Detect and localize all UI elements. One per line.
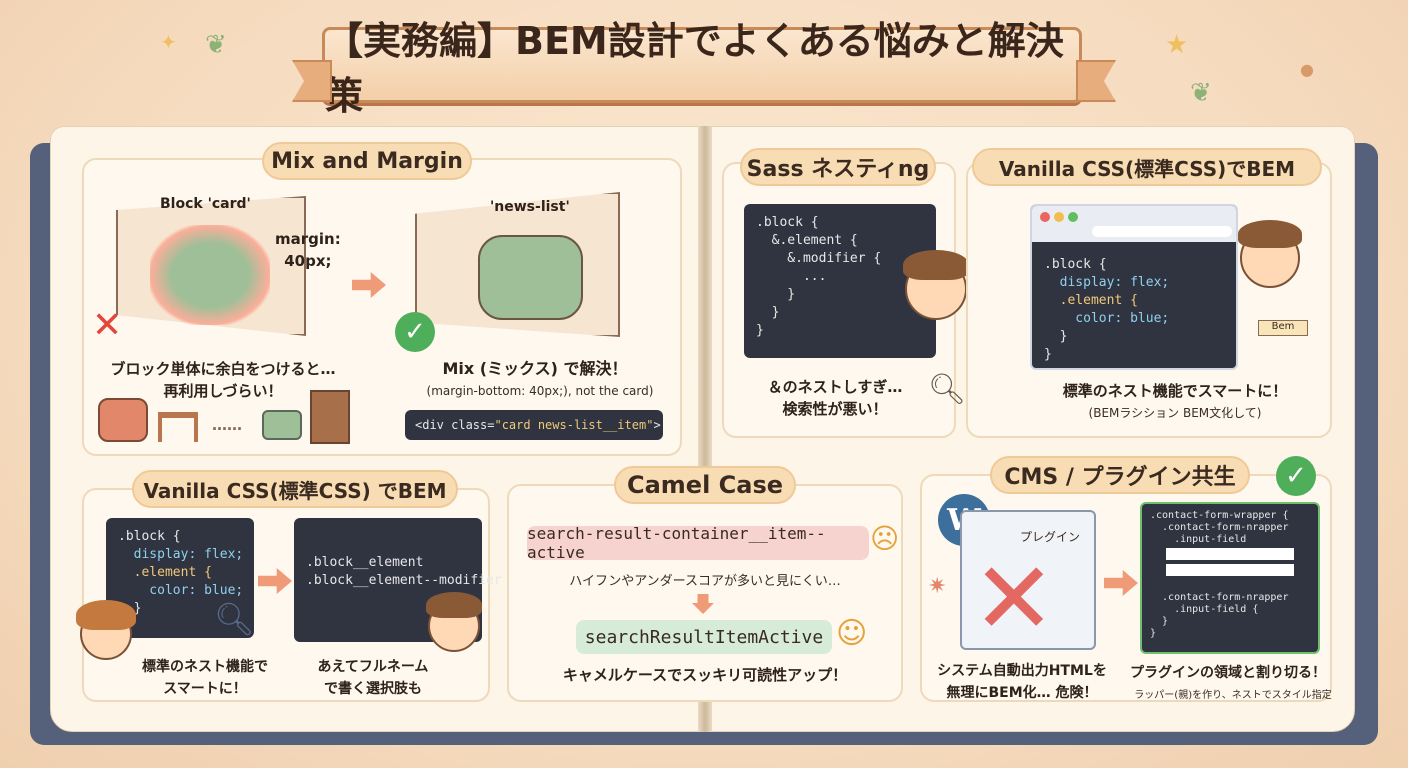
plugin-label: プレグイン bbox=[1019, 530, 1080, 544]
star-icon: ✦ bbox=[160, 30, 177, 54]
armchair-highlighted bbox=[150, 225, 270, 325]
boy-hair bbox=[1238, 220, 1302, 248]
input-placeholder bbox=[1166, 548, 1294, 560]
check-icon: ✓ bbox=[395, 312, 435, 352]
code-line: color: blue; bbox=[118, 583, 244, 598]
code-line: } bbox=[756, 305, 780, 320]
code-line: .element { bbox=[1044, 293, 1138, 308]
shelf-icon bbox=[310, 390, 350, 444]
vanilla-caption-1: 標準のネスト機能で スマートに！ bbox=[142, 659, 268, 697]
table-icon bbox=[158, 412, 198, 442]
x-mark-icon: ✕ bbox=[92, 305, 123, 346]
camel-good-caption: キャメルケースでスッキリ可読性アップ！ bbox=[562, 666, 848, 684]
star-icon: ★ bbox=[1165, 30, 1189, 60]
code-line: .element { bbox=[118, 565, 212, 580]
cms-code: .contact-form-wrapper { .contact-form-nr… bbox=[1140, 502, 1320, 654]
mix-heading: Mix and Margin bbox=[262, 142, 472, 180]
code-line: } bbox=[133, 601, 142, 616]
code-line: } bbox=[756, 287, 796, 302]
ellipsis: …… bbox=[212, 416, 242, 434]
code-tag-close: > bbox=[653, 418, 661, 432]
code-line: .contact-form-nrapper bbox=[1150, 522, 1289, 533]
vanilla-top-caption: 標準のネスト機能でスマートに！ bbox=[1062, 382, 1288, 400]
boy-hair bbox=[426, 592, 482, 618]
code-line: &.modifier { bbox=[756, 251, 882, 266]
ribbon-right bbox=[1076, 60, 1116, 102]
code-line: } bbox=[1044, 347, 1052, 362]
page-title: 【実務編】BEM設計でよくある悩みと解決策 bbox=[325, 19, 1064, 118]
sofa-icon bbox=[98, 398, 148, 442]
code-line: .input-field { bbox=[1150, 604, 1259, 615]
code-line: display: flex; bbox=[118, 547, 244, 562]
code-class: "card news-list__item" bbox=[494, 418, 654, 432]
leaf-icon: ❦ bbox=[1190, 78, 1212, 108]
camel-heading: Camel Case bbox=[614, 466, 796, 504]
x-mark-icon: ✕ bbox=[972, 540, 1056, 657]
sass-heading: Sass ネスティng bbox=[740, 148, 936, 186]
cms-caption-1: システム自動出力HTMLを 無理にBEM化… 危険！ bbox=[937, 663, 1107, 701]
code-line: .block__element--modifier bbox=[306, 573, 502, 588]
input-placeholder bbox=[1166, 564, 1294, 576]
window-min-dot bbox=[1054, 212, 1064, 222]
stool-icon bbox=[262, 410, 302, 440]
good-sub: (margin-bottom: 40px;), not the card) bbox=[426, 384, 654, 398]
smile-face-icon: ☺ bbox=[836, 616, 868, 651]
sass-caption: ＆のネストしすぎ… 検索性が悪い！ bbox=[767, 378, 903, 418]
browser-window bbox=[1030, 204, 1238, 370]
window-max-dot bbox=[1068, 212, 1078, 222]
code-line: .contact-form-wrapper { bbox=[1150, 510, 1289, 521]
code-line: } bbox=[1150, 628, 1157, 639]
dot-icon: ● bbox=[1300, 60, 1314, 79]
code-line: &.element { bbox=[756, 233, 858, 248]
code-line: } bbox=[756, 323, 764, 338]
leaf-icon: ❦ bbox=[205, 30, 227, 60]
code-line: } bbox=[1044, 329, 1068, 344]
vanilla-top-sub: (BEMラシション BEM文化して) bbox=[1088, 406, 1262, 420]
camel-bad-caption: ハイフンやアンダースコアが多いと見にくい… bbox=[569, 574, 841, 589]
window-close-dot bbox=[1040, 212, 1050, 222]
armchair bbox=[478, 235, 583, 320]
plugin-window bbox=[960, 510, 1096, 650]
code-line: .contact-form-nrapper bbox=[1150, 592, 1289, 603]
block-card-label: Block 'card' bbox=[160, 196, 251, 212]
browser-toolbar bbox=[1032, 206, 1236, 242]
title-banner: 【実務編】BEM設計でよくある悩みと解決策 bbox=[322, 19, 1082, 118]
code-line: ... bbox=[756, 269, 827, 284]
bad-caption: ブロック単体に余白をつけると… 再利用しづらい！ bbox=[110, 360, 336, 400]
code-line: .input-field bbox=[1150, 534, 1247, 545]
magnifier-icon: 🔍︎ bbox=[928, 372, 967, 407]
camel-panel bbox=[507, 484, 903, 702]
mix-code-snippet: <div class="card news-list__item"> bbox=[405, 410, 663, 440]
code-line: } bbox=[1150, 616, 1169, 627]
camel-case-example: searchResultItemActive bbox=[576, 620, 832, 654]
vanilla-bottom-heading: Vanilla CSS(標準CSS) でBEM bbox=[132, 470, 458, 508]
code-line: color: blue; bbox=[1044, 311, 1170, 326]
frown-face-icon: ☹ bbox=[870, 522, 900, 555]
check-icon: ✓ bbox=[1276, 456, 1316, 496]
code-line: .block { bbox=[1044, 257, 1107, 272]
vanilla-top-heading: Vanilla CSS(標準CSS)でBEM bbox=[972, 148, 1322, 186]
margin-label: margin: 40px; bbox=[275, 230, 341, 270]
sass-code: .block { &.element { &.modifier { ... } … bbox=[744, 204, 936, 358]
news-list-label: 'news-list' bbox=[490, 199, 570, 215]
bem-badge: Bem bbox=[1258, 320, 1308, 336]
cms-heading: CMS / プラグイン共生 bbox=[990, 456, 1250, 494]
code-line: .block { bbox=[118, 529, 181, 544]
code-line: display: flex; bbox=[1044, 275, 1170, 290]
girl-hair bbox=[76, 600, 136, 630]
vanilla-top-code: .block { display: flex; .element { color… bbox=[1034, 252, 1234, 364]
cms-caption-2: プラグインの領域と割り切る！ bbox=[1130, 665, 1326, 681]
ribbon-left bbox=[292, 60, 332, 102]
code-line: .block__element bbox=[306, 555, 424, 570]
cms-sub-2: ラッパー(親)を作り、ネストでスタイル指定 bbox=[1134, 690, 1332, 701]
address-bar bbox=[1092, 226, 1232, 237]
magnifier-icon: 🔍︎ bbox=[214, 600, 255, 638]
warning-icon: ✷ bbox=[928, 574, 947, 599]
kebab-case-example: search-result-container__item--active bbox=[527, 524, 869, 562]
good-caption: Mix (ミックス) で解決！ bbox=[442, 359, 628, 378]
code-tag-open: <div class= bbox=[415, 418, 495, 432]
vanilla-caption-2: あえてフルネーム で書く選択肢も bbox=[317, 659, 429, 697]
boy-hair bbox=[903, 250, 969, 280]
code-line: .block { bbox=[756, 215, 819, 230]
